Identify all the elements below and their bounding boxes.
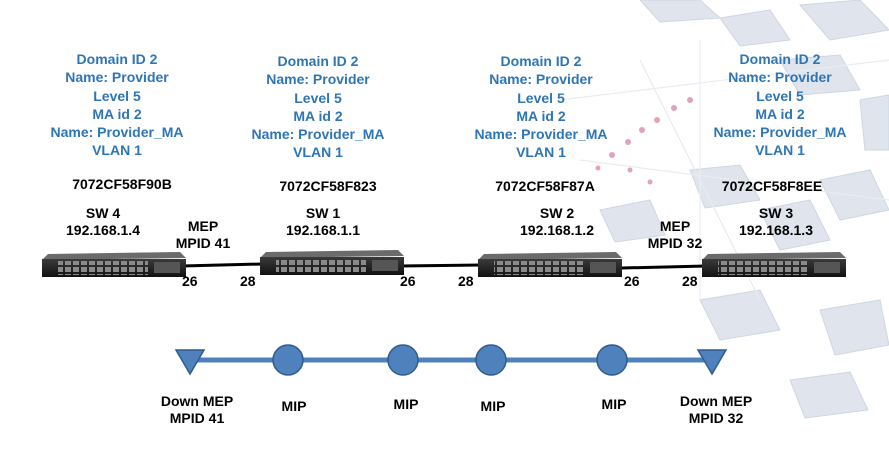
- domain-level: Level 5: [93, 87, 141, 104]
- mep-mpid: MPID 41: [175, 235, 231, 251]
- down-mep-marker-left: [174, 349, 206, 376]
- port-label-sw3-28: 28: [682, 273, 698, 289]
- link-sw4-sw1: [181, 262, 263, 268]
- mip-label-4: MIP: [601, 396, 627, 412]
- link-sw1-sw2: [399, 263, 483, 268]
- vlan: VLAN 1: [755, 142, 805, 159]
- ma-id: MA id 2: [516, 107, 566, 124]
- domain-info-sw4: Domain ID 2 Name: Provider Level 5 MA id…: [27, 50, 207, 160]
- ma-name: Name: Provider_MA: [474, 126, 608, 143]
- down-mep-title: Down MEP: [160, 393, 234, 409]
- mac-sw1: 7072CF58F823: [279, 178, 377, 194]
- port-label-sw2-26: 26: [624, 273, 640, 289]
- link-sw2-sw3: [621, 264, 707, 270]
- mac-sw3: 7072CF58F8EE: [721, 178, 823, 194]
- port-label-sw2-28: 28: [458, 273, 474, 289]
- domain-level: Level 5: [517, 89, 565, 106]
- down-mep-label-left: Down MEP MPID 41: [137, 393, 257, 427]
- switch-ip-sw2: 192.168.1.2: [520, 222, 594, 238]
- domain-name: Name: Provider: [266, 71, 370, 88]
- mip-marker-2: [387, 344, 419, 376]
- domain-info-sw3: Domain ID 2 Name: Provider Level 5 MA id…: [690, 50, 870, 160]
- switch-ip-sw1: 192.168.1.1: [286, 222, 360, 238]
- domain-name: Name: Provider: [728, 69, 832, 86]
- switch-name-sw3: SW 3: [758, 205, 794, 221]
- domain-name: Name: Provider: [65, 69, 169, 86]
- switch-name-sw4: SW 4: [85, 205, 121, 221]
- domain-level: Level 5: [756, 87, 804, 104]
- mep-title: MEP: [187, 218, 219, 234]
- domain-id: Domain ID 2: [277, 53, 359, 69]
- switch-device-sw2: [478, 252, 622, 277]
- switch-ip-sw4: 192.168.1.4: [66, 222, 140, 238]
- mep-title: MEP: [659, 218, 691, 234]
- down-mep-marker-right: [696, 349, 728, 376]
- mip-marker-3: [475, 344, 507, 376]
- domain-info-sw2: Domain ID 2 Name: Provider Level 5 MA id…: [451, 52, 631, 162]
- switch-ip-sw3: 192.168.1.3: [739, 222, 813, 238]
- domain-id: Domain ID 2: [76, 51, 158, 67]
- mep-label-right: MEP MPID 32: [630, 218, 720, 252]
- domain-info-sw1: Domain ID 2 Name: Provider Level 5 MA id…: [228, 52, 408, 162]
- switch-device-sw1: [260, 250, 404, 275]
- vlan: VLAN 1: [293, 144, 343, 161]
- switch-name-sw2: SW 2: [539, 205, 575, 221]
- mip-label-1: MIP: [281, 398, 307, 414]
- mac-sw4: 7072CF58F90B: [72, 176, 172, 192]
- vlan: VLAN 1: [92, 142, 142, 159]
- mac-sw2: 7072CF58F87A: [495, 178, 595, 194]
- ma-id: MA id 2: [755, 105, 805, 122]
- port-label-sw1-28: 28: [240, 273, 256, 289]
- domain-name: Name: Provider: [489, 71, 593, 88]
- domain-level: Level 5: [294, 89, 342, 106]
- mip-marker-1: [272, 344, 304, 376]
- ma-id: MA id 2: [293, 107, 343, 124]
- ma-name: Name: Provider_MA: [713, 124, 847, 141]
- mip-marker-4: [596, 344, 628, 376]
- ma-name: Name: Provider_MA: [251, 126, 385, 143]
- mep-label-left: MEP MPID 41: [158, 218, 248, 252]
- down-mep-title: Down MEP: [679, 393, 753, 409]
- domain-id: Domain ID 2: [500, 53, 582, 69]
- switch-name-sw1: SW 1: [305, 205, 341, 221]
- down-mep-mpid: MPID 32: [688, 410, 744, 426]
- port-label-sw4-26: 26: [182, 273, 198, 289]
- vlan: VLAN 1: [516, 144, 566, 161]
- mep-mpid: MPID 32: [647, 235, 703, 251]
- switch-device-sw4: [42, 252, 186, 277]
- down-mep-label-right: Down MEP MPID 32: [656, 393, 776, 427]
- switch-device-sw3: [702, 252, 846, 277]
- down-mep-mpid: MPID 41: [169, 410, 225, 426]
- port-label-sw1-26: 26: [400, 273, 416, 289]
- ma-name: Name: Provider_MA: [50, 124, 184, 141]
- mip-label-2: MIP: [393, 396, 419, 412]
- ma-id: MA id 2: [92, 105, 142, 122]
- domain-id: Domain ID 2: [739, 51, 821, 67]
- mip-label-3: MIP: [480, 398, 506, 414]
